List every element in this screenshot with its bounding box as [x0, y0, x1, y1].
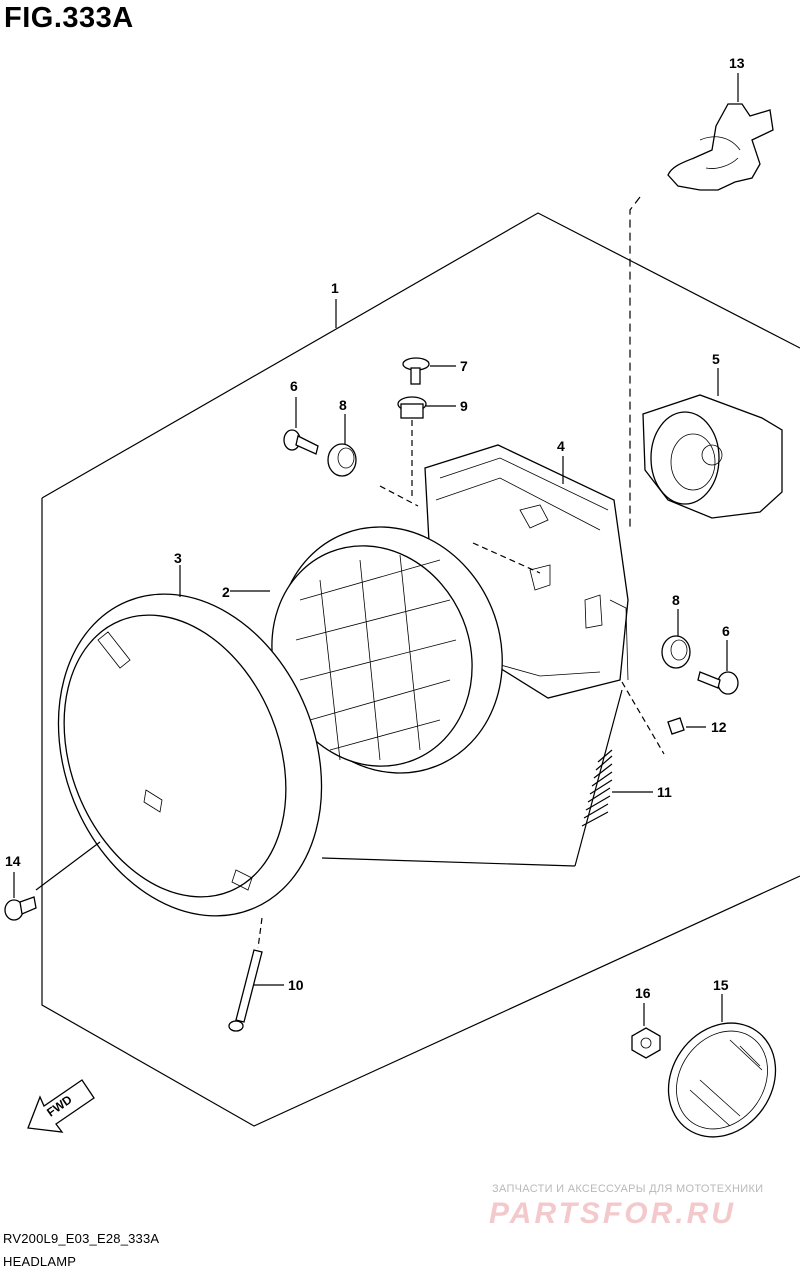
- callout-8-lower: 8: [672, 592, 680, 608]
- watermark-tagline: ЗАПЧАСТИ И АКСЕССУАРЫ ДЛЯ МОТОТЕХНИКИ: [492, 1183, 764, 1195]
- callout-6-lower: 6: [722, 623, 730, 639]
- screw-part: [402, 357, 456, 385]
- callout-6-upper: 6: [290, 378, 298, 394]
- reflector-nut-part: [631, 1003, 661, 1059]
- callout-2: 2: [222, 584, 230, 600]
- callout-10: 10: [288, 977, 304, 993]
- callout-11: 11: [657, 784, 672, 800]
- callout-14: 14: [5, 853, 21, 869]
- bulb-part: [629, 73, 774, 530]
- spring-part: [574, 689, 653, 867]
- cushion-lower-part: [661, 609, 691, 669]
- callout-1: 1: [331, 280, 339, 296]
- grommet-part: [397, 396, 456, 500]
- socket-cover-part: [642, 368, 783, 519]
- assembly-outline-bottom: [41, 498, 800, 1127]
- forward-arrow-icon: [27, 1079, 95, 1133]
- headlamp-unit-part: [230, 526, 503, 774]
- watermark-brand: PARTSFOR.RU: [489, 1197, 736, 1230]
- figure-title: FIG.333A: [4, 2, 134, 34]
- reflector-part: [667, 994, 777, 1138]
- assembly-outline: [41, 212, 800, 499]
- callout-13: 13: [729, 55, 745, 71]
- bracket-bolt-lower-part: [697, 640, 739, 695]
- headlamp-rim-part: [57, 565, 576, 917]
- figure-code: RV200L9_E03_E28_333A: [3, 1231, 160, 1246]
- callout-12: 12: [711, 719, 727, 735]
- callout-5: 5: [712, 351, 720, 367]
- callout-4: 4: [557, 438, 565, 454]
- callout-3: 3: [174, 550, 182, 566]
- cushion-upper-part: [327, 414, 357, 477]
- callout-9: 9: [460, 398, 468, 414]
- section-name: HEADLAMP: [3, 1254, 77, 1269]
- adjust-screw-part: [228, 917, 284, 1032]
- callout-7: 7: [460, 358, 468, 374]
- callout-8-upper: 8: [339, 397, 347, 413]
- nut-part: [621, 681, 706, 755]
- callout-15: 15: [713, 977, 729, 993]
- bracket-bolt-upper-part: [283, 397, 319, 455]
- rim-screw-part: [4, 841, 101, 921]
- callout-16: 16: [635, 985, 651, 1001]
